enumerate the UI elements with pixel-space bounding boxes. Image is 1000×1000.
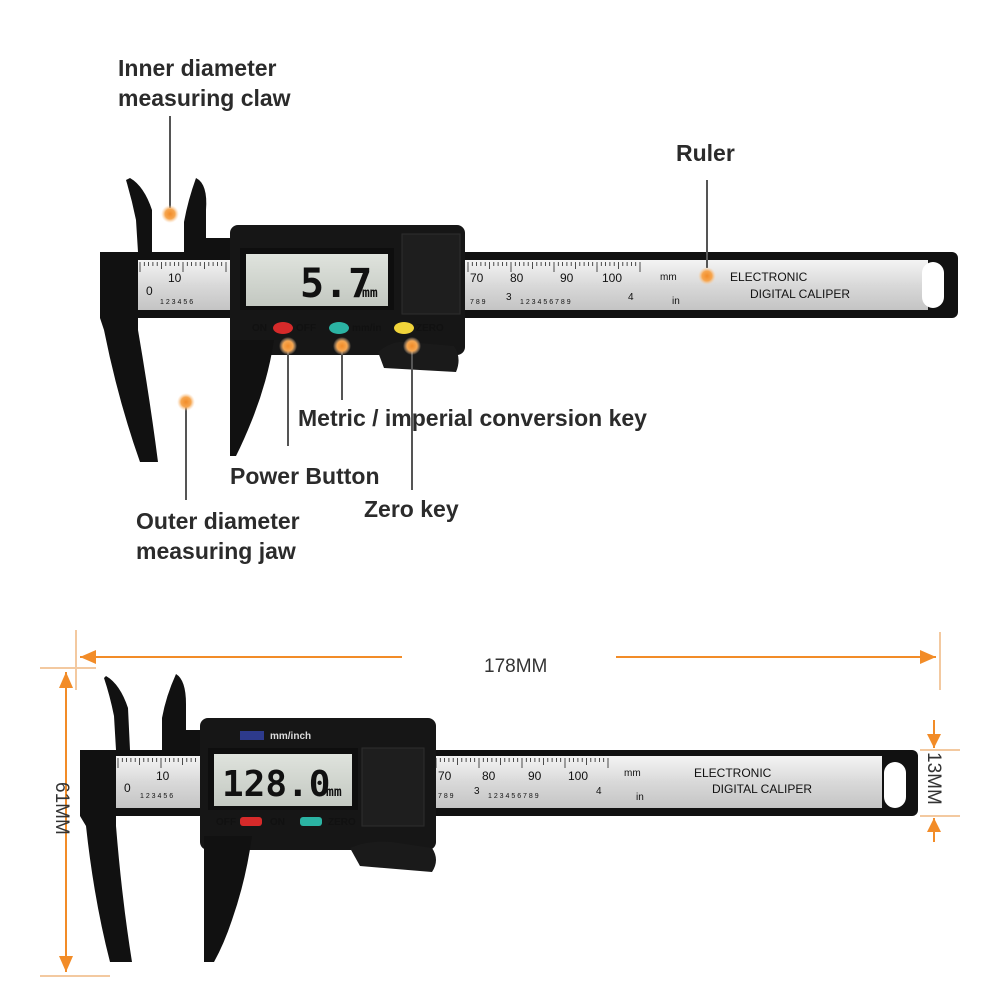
moving-claw (162, 674, 200, 750)
scale-label-10: 10 (168, 271, 182, 285)
label-inner-jaw-2: measuring claw (118, 85, 291, 111)
label-conversion-key: Metric / imperial conversion key (298, 405, 647, 431)
inch-small-right-b: 1 2 3 4 5 6 7 8 9 (488, 793, 539, 800)
moving-jaw (230, 340, 274, 456)
scale-ticks-left (117, 758, 196, 768)
lcd-unit: mm (326, 785, 342, 800)
btn-mode-label: mm/in (352, 323, 381, 334)
dimension-width: 13MM (923, 752, 944, 805)
scale-unit-in: in (636, 792, 644, 803)
scale-ticks-right (435, 758, 609, 768)
inch-small-right-b: 1 2 3 4 5 6 7 8 9 (520, 299, 571, 306)
slider-grip (361, 747, 425, 827)
inch-small-left: 1 2 3 4 5 6 (160, 299, 193, 306)
slider-grip (401, 233, 461, 315)
scale-label-70: 70 (438, 769, 452, 783)
btn-off-label: OFF (216, 817, 236, 828)
inch-3: 3 (474, 786, 480, 797)
thumb-wheel (378, 341, 459, 372)
zero-button[interactable] (394, 322, 414, 334)
ruler-end-hole (922, 262, 944, 308)
btn-on-label: ON (252, 323, 267, 334)
fixed-jaw (80, 750, 132, 962)
moving-claw (184, 178, 230, 252)
inch-small-left: 1 2 3 4 5 6 (140, 793, 173, 800)
scale-unit-mm: mm (624, 768, 641, 779)
inch-small-right-a: 7 8 9 (438, 793, 454, 800)
callout-dots (161, 205, 716, 411)
inch-3: 3 (506, 292, 512, 303)
callouts (169, 116, 708, 500)
fixed-jaw (100, 252, 158, 462)
scale-unit-mm: mm (660, 272, 677, 283)
callout-dot-ruler (698, 267, 716, 285)
lcd-screen (246, 254, 388, 306)
scale-ticks-right (467, 262, 641, 272)
mode-label: mm/inch (270, 731, 311, 742)
inch-small-right-a: 7 8 9 (470, 299, 486, 306)
mode-indicator (240, 731, 264, 740)
fixed-claw (126, 178, 152, 252)
fixed-claw (104, 676, 130, 750)
callout-dot-zero (403, 337, 421, 355)
label-zero-key: Zero key (364, 496, 459, 522)
power-button[interactable] (240, 817, 262, 826)
dimension-lines (40, 630, 960, 977)
lcd-unit: mm (362, 286, 378, 301)
inch-4: 4 (596, 786, 602, 797)
thumb-wheel (350, 841, 436, 872)
btn-zero-label: ZERO (328, 817, 356, 828)
lcd-reading: 128.0 (222, 764, 330, 805)
ruler-end-hole (884, 762, 906, 808)
callout-dot-inner-jaw (161, 205, 179, 223)
inch-4: 4 (628, 292, 634, 303)
scale-ticks-left (139, 262, 227, 272)
zero-button[interactable] (300, 817, 322, 826)
brand-line-1: ELECTRONIC (730, 270, 808, 284)
scale-label-10: 10 (156, 769, 170, 783)
scale-unit-in: in (672, 296, 680, 307)
label-inner-jaw-1: Inner diameter (118, 55, 277, 81)
label-outer-jaw-1: Outer diameter (136, 508, 300, 534)
mode-button[interactable] (329, 322, 349, 334)
callout-dot-mode (333, 337, 351, 355)
power-button[interactable] (273, 322, 293, 334)
caliper-top: 5.7 mm ON OFF mm/in ZERO 0 10 1 2 3 4 5 … (100, 178, 958, 462)
label-ruler: Ruler (676, 140, 735, 166)
brand-line-2: DIGITAL CALIPER (750, 287, 850, 301)
brand-line-2: DIGITAL CALIPER (712, 782, 812, 796)
brand-line-1: ELECTRONIC (694, 766, 772, 780)
label-outer-jaw-2: measuring jaw (136, 538, 296, 564)
scale-label-70: 70 (470, 271, 484, 285)
scale-label-0: 0 (124, 781, 131, 795)
scale-label-90: 90 (560, 271, 574, 285)
callout-dot-power (279, 337, 297, 355)
scale-label-80: 80 (482, 769, 496, 783)
btn-on-label: ON (270, 817, 285, 828)
scale-label-0: 0 (146, 284, 153, 298)
dimension-height: 61MM (51, 782, 72, 835)
lcd-screen (214, 754, 352, 806)
scale-label-100: 100 (568, 769, 588, 783)
lcd-reading: 5.7 (300, 261, 372, 307)
moving-jaw (204, 836, 252, 962)
label-power-button: Power Button (230, 463, 380, 489)
scale-label-100: 100 (602, 271, 622, 285)
dimension-length: 178MM (484, 656, 547, 677)
scale-label-90: 90 (528, 769, 542, 783)
scale-label-80: 80 (510, 271, 524, 285)
btn-zero-label: ZERO (416, 323, 444, 334)
callout-dot-outer-jaw (177, 393, 195, 411)
caliper-bottom: mm/inch 128.0 mm OFF ON ZERO 0 10 1 2 3 … (80, 674, 918, 962)
btn-off-label: OFF (296, 323, 316, 334)
